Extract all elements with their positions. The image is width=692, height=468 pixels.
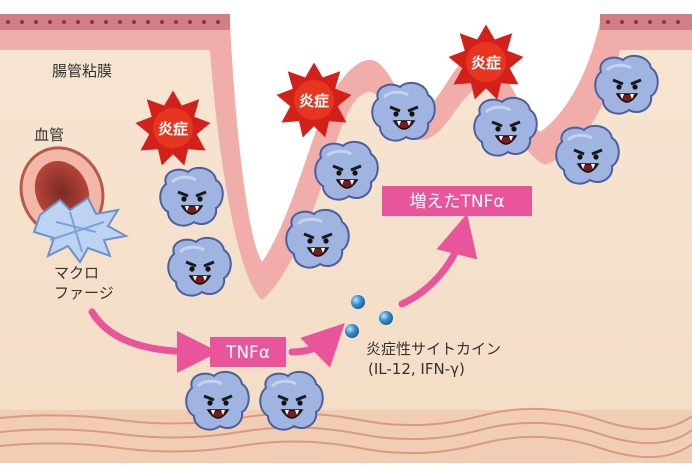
t-cell-icon	[556, 126, 619, 184]
t-cell-icon	[160, 168, 223, 226]
inflammation-label: 炎症	[158, 120, 188, 138]
inflammation-label: 炎症	[471, 54, 501, 72]
t-cell-icon	[372, 83, 435, 141]
t-cell-icon	[286, 210, 349, 268]
t-cell-icon	[186, 372, 249, 430]
cytokine-label-line1: 炎症性サイトカイン	[366, 340, 501, 358]
mucosa-label: 腸管粘膜	[52, 62, 112, 80]
increased-tnf-label-box: 増えたTNFα	[382, 186, 532, 216]
t-cell-icon	[315, 142, 378, 200]
tnf-label: TNFα	[225, 343, 270, 363]
macrophage-label-line1: マクロ	[54, 264, 99, 282]
cytokine-label-line2: (IL-12, IFN-γ)	[368, 360, 465, 378]
muscle-layer	[0, 409, 692, 463]
increased-tnf-label: 増えたTNFα	[409, 192, 504, 212]
inflammation-label: 炎症	[299, 92, 329, 110]
tnf-label-box: TNFα	[210, 337, 286, 367]
t-cell-icon	[595, 56, 658, 114]
t-cell-icon	[260, 372, 323, 430]
t-cell-icon	[168, 238, 231, 296]
t-cell-icon	[474, 98, 537, 156]
vessel-label: 血管	[34, 126, 64, 144]
macrophage-label-line2: ファージ	[54, 284, 114, 302]
